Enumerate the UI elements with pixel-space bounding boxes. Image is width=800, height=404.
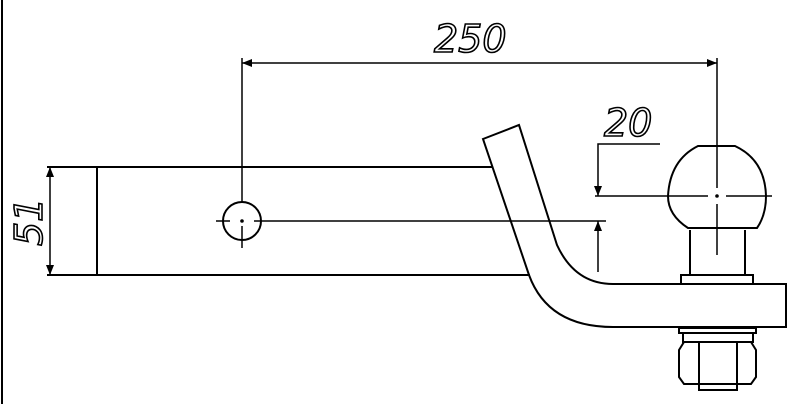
hitch-ball [595,58,772,285]
dimension-height-label: 51 [7,198,51,246]
drop-bar [481,123,787,328]
dimension-250: 250 [241,16,717,202]
dimension-20: 20 [594,100,660,272]
dimension-51: 51 [6,167,54,275]
dimension-length-label: 250 [434,17,507,61]
pin-hole [216,201,606,248]
nut [678,327,757,391]
shank [47,166,530,276]
dimension-offset-label: 20 [604,101,652,145]
